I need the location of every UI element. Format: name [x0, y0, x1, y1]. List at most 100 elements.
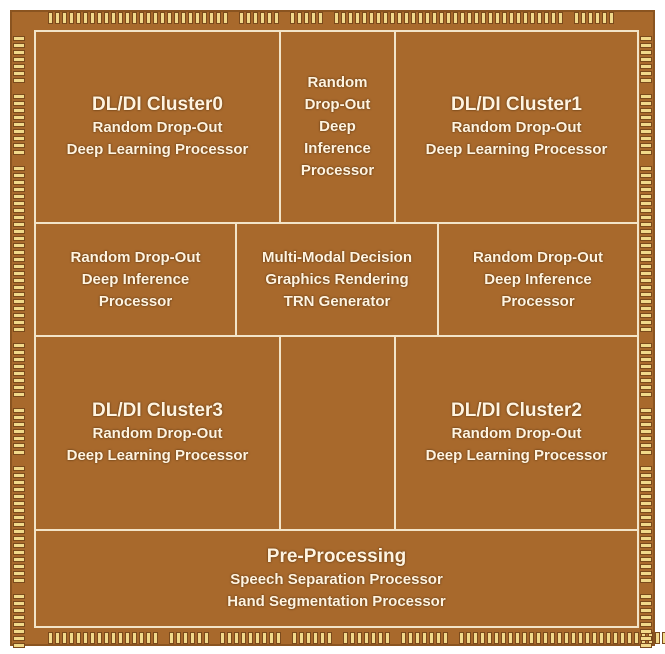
bond-pad	[13, 136, 25, 141]
bond-pad	[640, 466, 652, 471]
bond-pad	[640, 222, 652, 227]
bond-pad	[13, 529, 25, 534]
bond-pad	[640, 257, 652, 262]
bond-pad	[13, 57, 25, 62]
bond-pad	[13, 313, 25, 318]
mid-right-line2: Deep Inference	[484, 270, 592, 288]
bond-pad	[640, 43, 652, 48]
bond-pad	[197, 632, 202, 644]
bond-pad	[111, 632, 116, 644]
bond-pad	[104, 12, 109, 24]
bond-pad	[13, 166, 25, 171]
bond-pad	[581, 12, 586, 24]
bond-pad	[13, 629, 25, 634]
bond-pad	[13, 250, 25, 255]
bond-pad	[269, 632, 274, 644]
cluster2-title: DL/DI Cluster2	[451, 400, 582, 421]
bond-pad	[640, 166, 652, 171]
bond-pad	[292, 632, 297, 644]
mid-left-line2: Deep Inference	[81, 270, 190, 288]
bond-pad	[13, 208, 25, 213]
bond-pad	[640, 129, 652, 134]
bond-pad	[495, 12, 500, 24]
bond-pad	[13, 229, 25, 234]
bond-pad	[13, 264, 25, 269]
bond-pad	[466, 632, 471, 644]
bond-pad	[139, 12, 144, 24]
bond-pad	[234, 632, 239, 644]
bond-pad	[13, 215, 25, 220]
top-center-line5: Processor	[300, 162, 375, 179]
bond-pad	[62, 12, 67, 24]
bond-pad	[13, 571, 25, 576]
bond-pad	[529, 632, 534, 644]
bond-pad	[13, 466, 25, 471]
bond-pad	[544, 12, 549, 24]
bond-pad	[640, 415, 652, 420]
bond-pad	[76, 12, 81, 24]
bond-pad-row-bottom	[48, 632, 665, 644]
bond-pad	[474, 12, 479, 24]
bond-pad	[13, 550, 25, 555]
bond-pad	[640, 615, 652, 620]
bond-pad	[640, 143, 652, 148]
bond-pad	[364, 632, 369, 644]
bond-pad	[606, 632, 611, 644]
bond-pad	[306, 632, 311, 644]
bond-pad	[48, 632, 53, 644]
bond-pad	[640, 306, 652, 311]
bond-pad	[318, 12, 323, 24]
bond-pad	[585, 632, 590, 644]
bond-pad	[662, 632, 665, 644]
bond-pad	[13, 236, 25, 241]
bond-pad	[13, 385, 25, 390]
bond-pad	[13, 320, 25, 325]
bond-pad	[13, 515, 25, 520]
bond-pad	[640, 436, 652, 441]
bond-pad	[640, 36, 652, 41]
bond-pad	[640, 443, 652, 448]
bond-pad	[640, 243, 652, 248]
bond-pad	[13, 122, 25, 127]
bond-pad	[176, 632, 181, 644]
bond-pad	[13, 578, 25, 583]
bond-pad	[627, 632, 632, 644]
bond-pad	[13, 292, 25, 297]
bond-pad	[543, 632, 548, 644]
bond-pad	[640, 357, 652, 362]
bond-pad	[640, 473, 652, 478]
bond-pad	[640, 71, 652, 76]
bond-pad	[550, 632, 555, 644]
bond-pad	[595, 12, 600, 24]
pre-processing-line1: Speech Separation Processor	[230, 570, 443, 588]
bond-pad	[634, 632, 639, 644]
bond-pad	[13, 71, 25, 76]
bond-pad	[195, 12, 200, 24]
bond-pad	[640, 529, 652, 534]
bond-pad	[640, 292, 652, 297]
bond-pad	[436, 632, 441, 644]
bond-pad	[299, 632, 304, 644]
bond-pad	[578, 632, 583, 644]
bond-pad	[13, 94, 25, 99]
mid-left-line1: Random Drop-Out	[70, 248, 201, 266]
bond-pad	[97, 632, 102, 644]
mid-left-line3: Processor	[98, 292, 173, 310]
bond-pad	[640, 622, 652, 627]
bond-pad	[467, 12, 472, 24]
bond-pad	[297, 12, 302, 24]
bond-pad	[13, 508, 25, 513]
bond-pad	[640, 94, 652, 99]
bond-pad	[378, 632, 383, 644]
bond-pad	[515, 632, 520, 644]
bond-pad	[640, 122, 652, 127]
bond-pad	[13, 150, 25, 155]
bond-pad	[640, 429, 652, 434]
mid-center-line2: Graphics Rendering	[265, 270, 409, 288]
bond-pad	[640, 422, 652, 427]
bond-pad	[334, 12, 339, 24]
bond-pad	[13, 364, 25, 369]
cluster2-block: DL/DI Cluster2 Random Drop-Out Deep Lear…	[394, 335, 639, 531]
bond-pad	[640, 101, 652, 106]
bond-pad	[48, 12, 53, 24]
